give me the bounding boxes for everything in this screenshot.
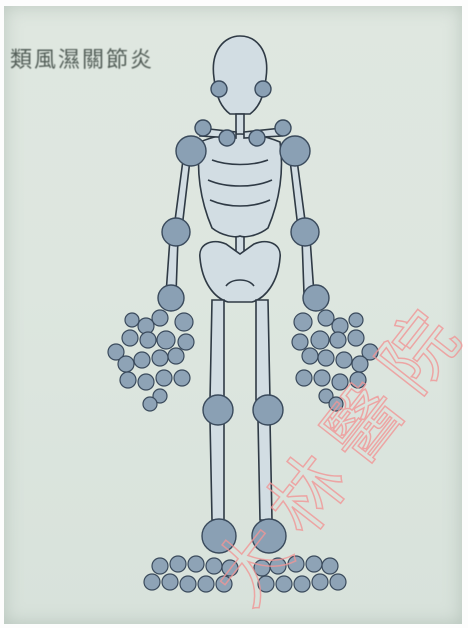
- left-jaw-joint: [211, 81, 227, 97]
- right-ankle-joint: [252, 519, 286, 553]
- left-femur: [210, 300, 224, 400]
- left-elbow-joint: [162, 218, 190, 246]
- left-shoulder-joint: [176, 136, 206, 166]
- right-acromioclavicular-joint: [275, 120, 291, 136]
- right-femur: [256, 300, 270, 400]
- right-wrist-joint: [303, 285, 329, 311]
- left-ankle-joint: [202, 519, 236, 553]
- right-shoulder-joint: [280, 136, 310, 166]
- skull: [213, 36, 266, 114]
- left-knee-joint: [203, 395, 233, 425]
- left-tibia: [210, 420, 224, 520]
- left-hand-finger-joints: [108, 310, 194, 411]
- right-hand-finger-joints: [292, 310, 378, 411]
- left-foot-toe-joints: [144, 556, 238, 592]
- right-knee-joint: [253, 395, 283, 425]
- left-wrist-joint: [158, 285, 184, 311]
- right-elbow-joint: [291, 218, 319, 246]
- right-foot-toe-joints: [254, 556, 346, 592]
- right-jaw-joint: [255, 81, 271, 97]
- right-sternoclavicular-joint: [249, 130, 265, 146]
- left-sternoclavicular-joint: [219, 130, 235, 146]
- right-tibia: [258, 420, 272, 520]
- left-acromioclavicular-joint: [195, 120, 211, 136]
